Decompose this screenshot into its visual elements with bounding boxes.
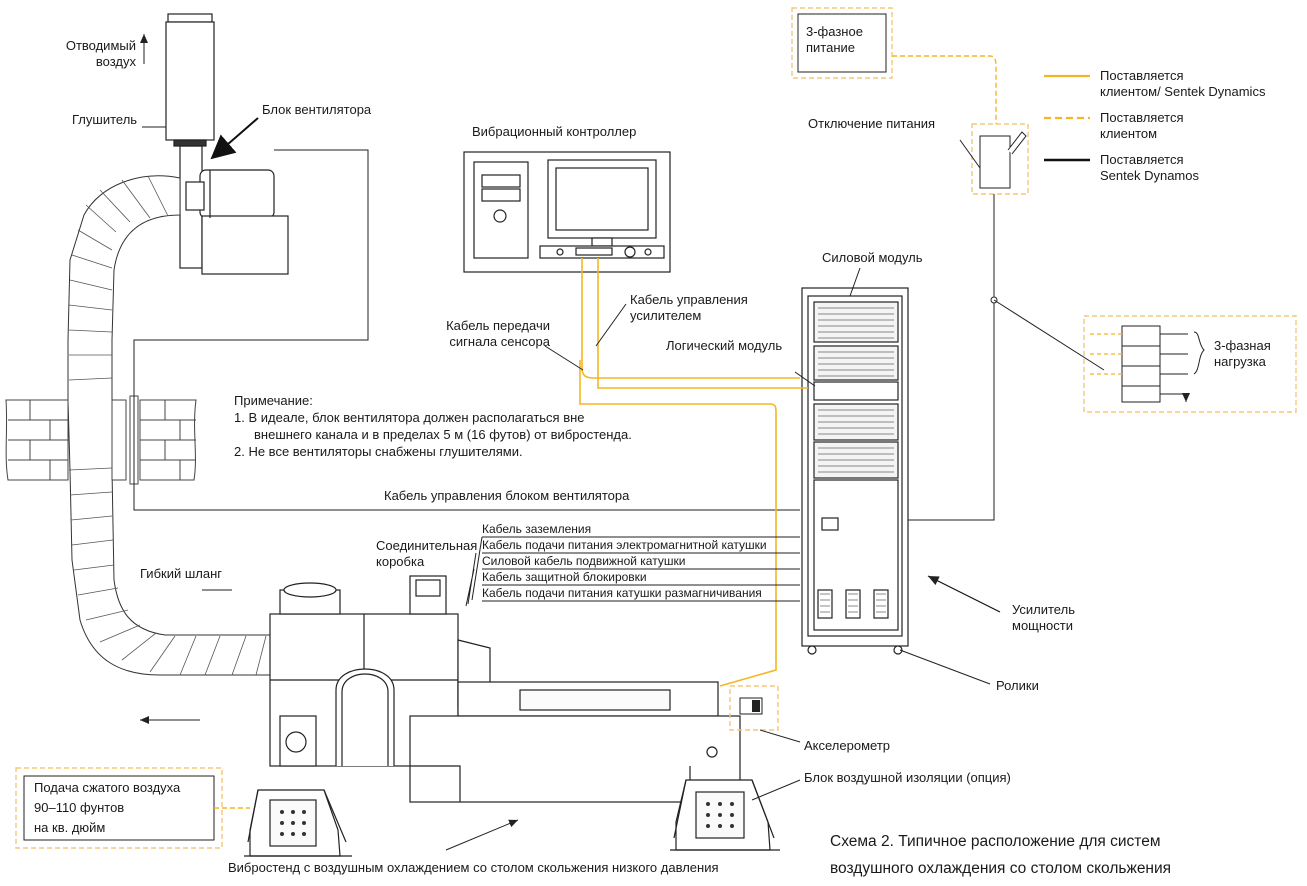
three-phase-box — [791, 7, 893, 79]
legend-item-client-sentek: Поставляется клиентом/ Sentek Dynamics — [1100, 68, 1266, 99]
brick-wall — [5, 395, 197, 485]
cable-list: Кабель заземления Кабель подачи питания … — [482, 521, 767, 601]
shaker-arrow — [445, 819, 519, 851]
isolation-mount-left — [244, 789, 352, 857]
accelerometer-box — [729, 685, 779, 731]
fan-control-cable — [133, 149, 800, 511]
three-phase-load-box — [1083, 315, 1297, 413]
casters-label: Ролики — [996, 678, 1039, 693]
vibration-controller-label: Вибрационный контроллер — [472, 124, 637, 139]
amp-vents — [818, 307, 894, 613]
compressed-air-label: Подача сжатого воздуха 90–110 фунтов на … — [34, 780, 181, 835]
fan-unit-label: Блок вентилятора — [262, 102, 372, 117]
three-phase-power-label: 3-фазное питание — [806, 24, 863, 55]
client-cables — [579, 258, 808, 687]
flexible-hose-label: Гибкий шланг — [140, 566, 223, 581]
muffler-label: Глушитель — [72, 112, 138, 127]
legend-item-sentek: Поставляется Sentek Dynamos — [1100, 152, 1199, 183]
amplifier-cabinet — [801, 287, 909, 655]
controller-unit — [463, 151, 671, 273]
note-block: Примечание: 1. В идеале, блок вентилятор… — [234, 392, 632, 460]
cable-item-degauss: Кабель подачи питания катушки размагничи… — [482, 586, 762, 600]
cable-item-ground: Кабель заземления — [482, 522, 592, 536]
amp-arrow — [927, 575, 1001, 613]
fan-motor — [185, 169, 289, 275]
shaker-caption-label: Вибростенд с воздушным охлаждением со ст… — [228, 860, 719, 875]
air-isolation-label: Блок воздушной изоляции (опция) — [804, 770, 1011, 785]
flexible-hose — [67, 175, 271, 676]
muffler-unit — [165, 13, 215, 269]
note-item-1-cont: внешнего канала и в пределах 5 м (16 фут… — [254, 427, 632, 442]
cable-item-field-coil: Кабель подачи питания электромагнитной к… — [482, 538, 767, 552]
sensor-cable-label: Кабель передачи сигнала сенсора — [446, 318, 550, 349]
note-item-2: 2. Не все вентиляторы снабжены глушителя… — [234, 444, 523, 459]
shaker — [269, 575, 741, 803]
note-item-1: 1. В идеале, блок вентилятора должен рас… — [234, 410, 585, 425]
disconnect-box — [971, 123, 1029, 195]
power-disconnect-label: Отключение питания — [808, 116, 936, 131]
exhaust-air-label: Отводимый воздух — [65, 38, 136, 69]
three-phase-load-label: 3-фазная нагрузка — [1214, 338, 1271, 369]
caption-line-2: воздушного охлаждения со столом скольжен… — [830, 860, 1172, 877]
power-amplifier-label: Усилитель мощности — [1012, 602, 1075, 633]
accelerometer-label: Акселерометр — [804, 738, 890, 753]
fan-unit-arrow — [210, 117, 259, 160]
logic-module-label: Логический модуль — [666, 338, 783, 353]
figure-caption: Схема 2. Типичное расположение для систе… — [830, 828, 1171, 882]
amp-control-cable-label: Кабель управления усилителем — [630, 292, 748, 323]
compressed-air-box — [15, 767, 223, 849]
cable-item-interlock: Кабель защитной блокировки — [482, 570, 647, 584]
cable-bundle — [465, 536, 800, 607]
legend-item-client: Поставляется клиентом — [1100, 110, 1184, 141]
cable-item-armature: Силовой кабель подвижной катушки — [482, 554, 686, 568]
junction-box-label: Соединительная коробка — [376, 538, 478, 569]
power-module-label: Силовой модуль — [822, 250, 923, 265]
isolation-mount-right — [670, 779, 780, 851]
fan-control-cable-label: Кабель управления блоком вентилятора — [384, 488, 630, 503]
caption-line-1: Схема 2. Типичное расположение для систе… — [830, 833, 1161, 850]
note-title: Примечание: — [234, 393, 313, 408]
